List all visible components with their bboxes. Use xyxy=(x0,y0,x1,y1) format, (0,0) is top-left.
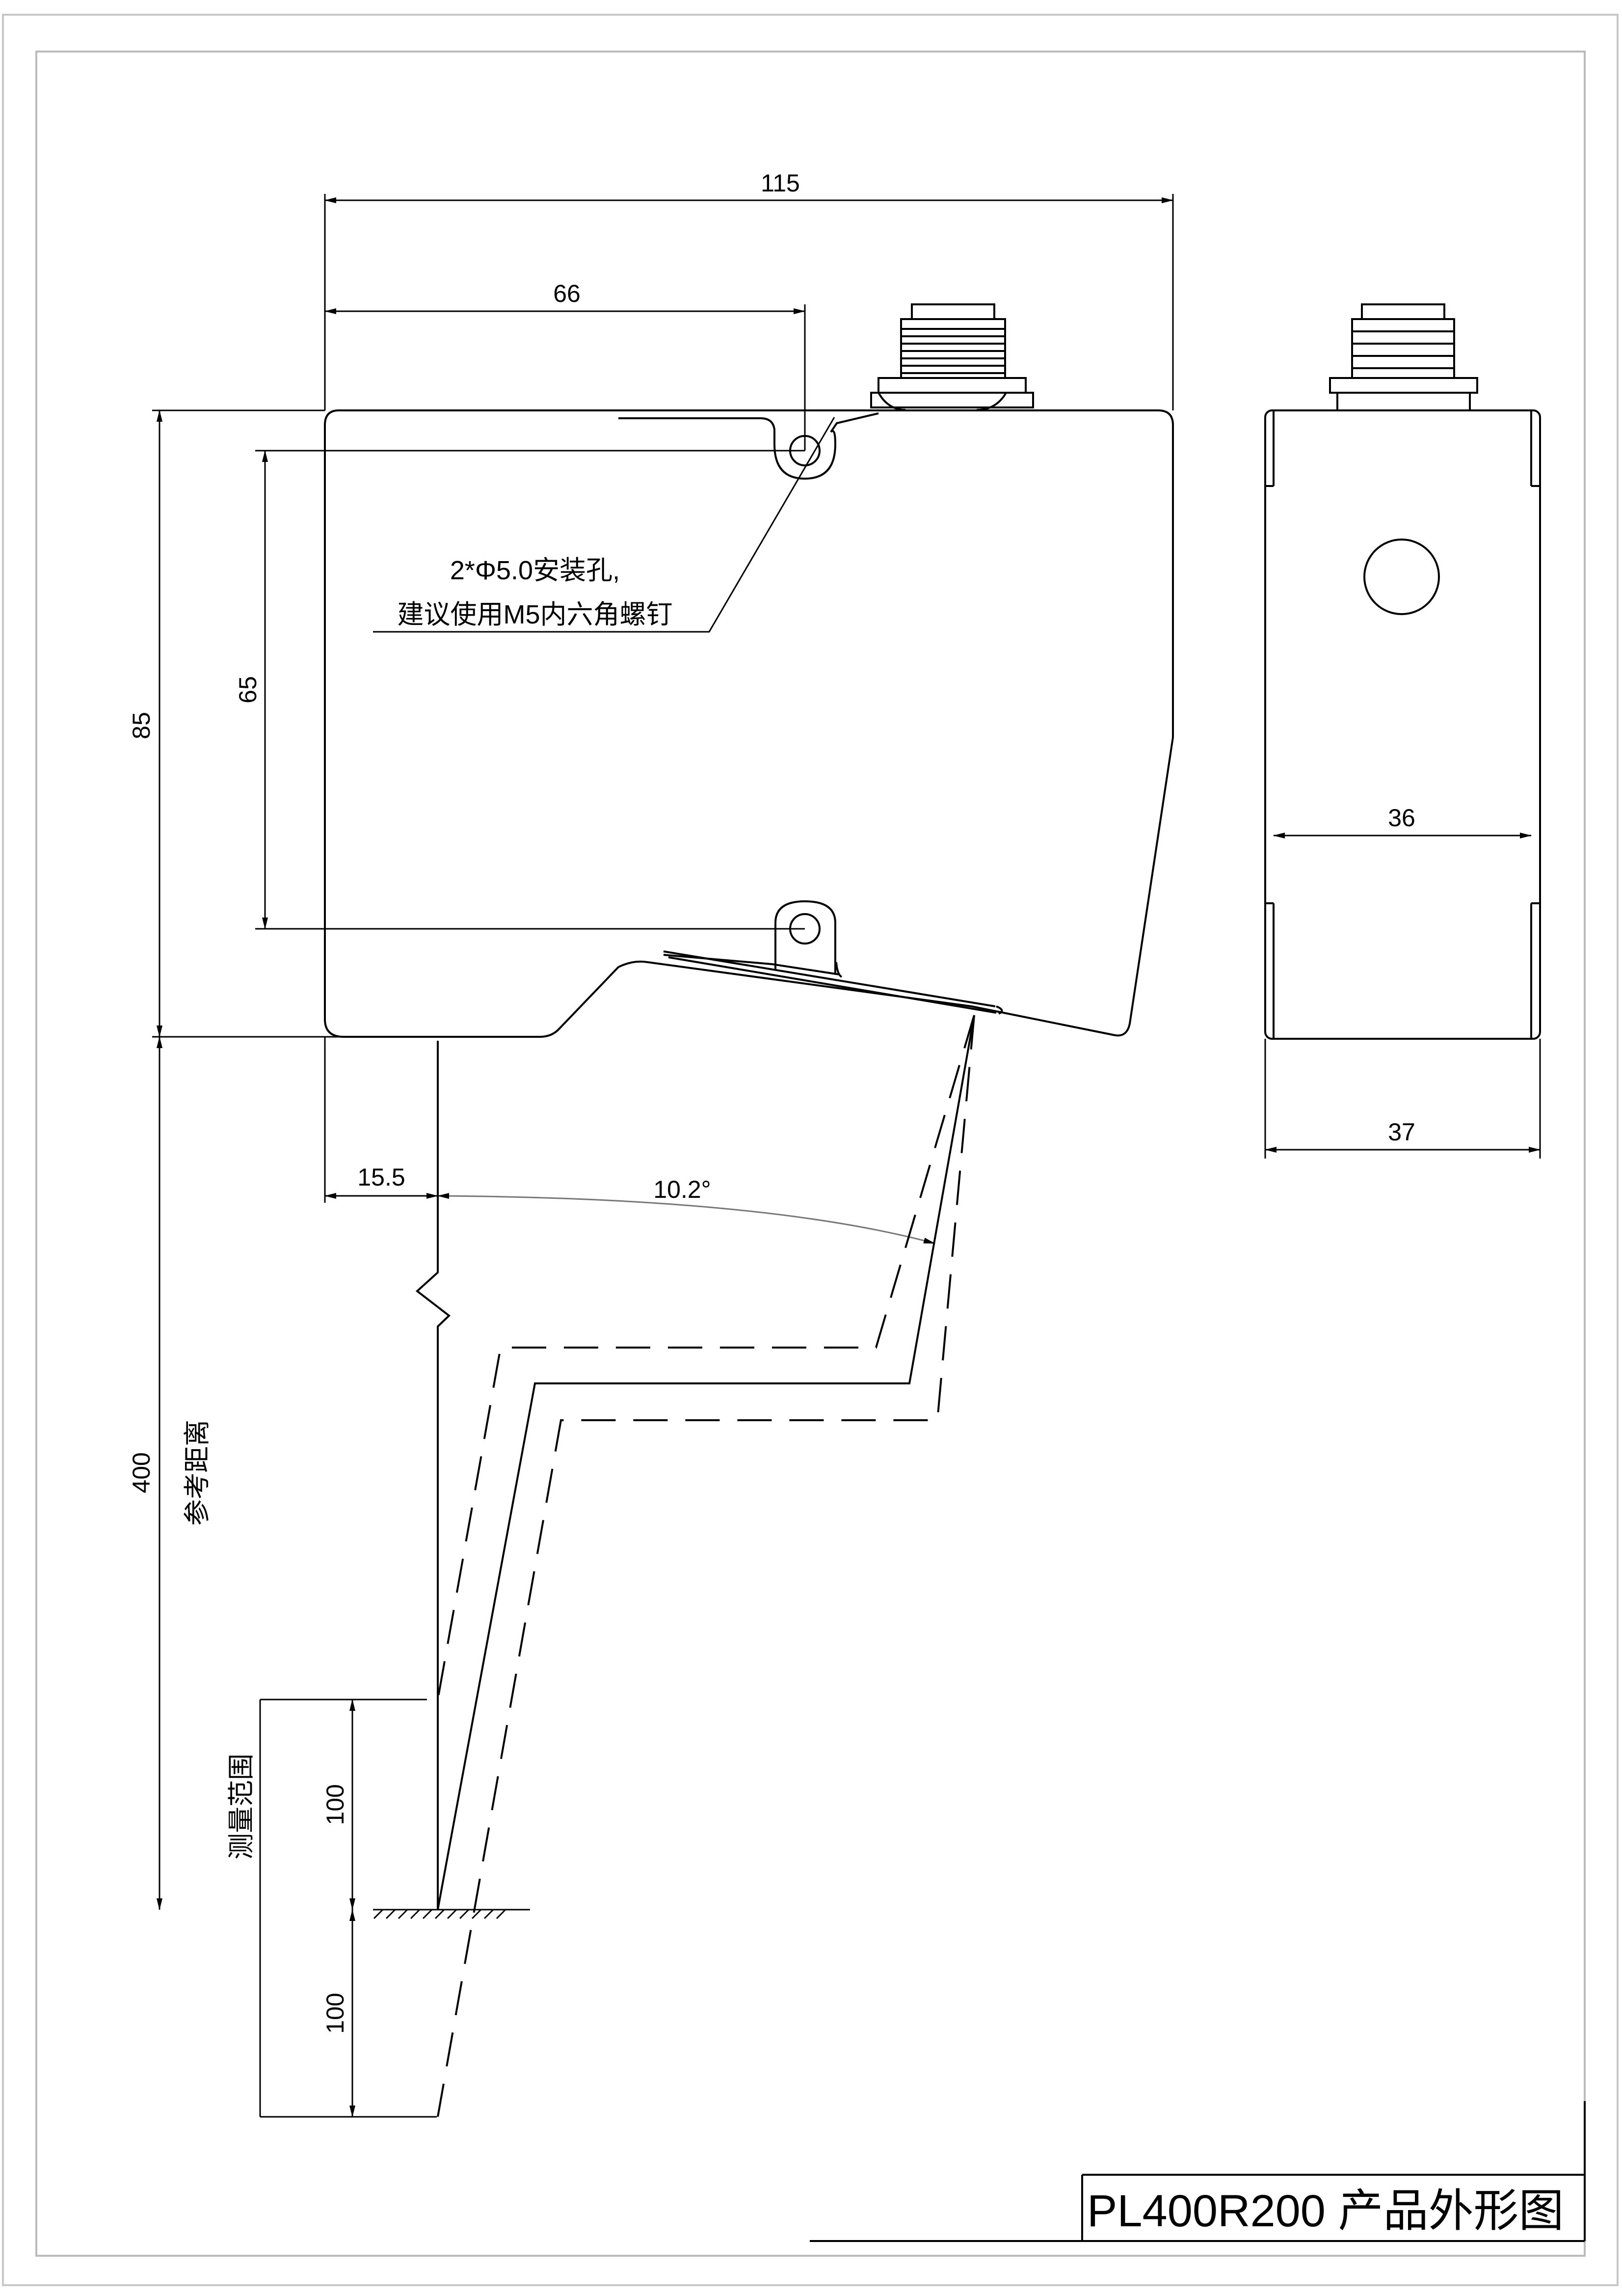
lower-mount-hole-boss xyxy=(774,900,836,974)
dim-emitter-offset: 15.5 xyxy=(357,1163,405,1191)
upper-mount-hole-boss xyxy=(773,430,837,480)
sensor-side-view xyxy=(1264,409,1541,1040)
connector-side xyxy=(1329,303,1478,411)
drawing-title: PL400R200 产品外形图 xyxy=(1087,2186,1564,2236)
dim-mount-hole-offset: 66 xyxy=(553,280,581,307)
dim-reference-distance: 400 xyxy=(128,1452,155,1493)
laser-beam-paths xyxy=(415,1015,975,2117)
dim-side-inner-width: 36 xyxy=(1388,804,1415,832)
dim-height: 85 xyxy=(128,712,155,739)
outer-frame xyxy=(2,14,1619,2286)
dim-overall-length: 115 xyxy=(761,169,800,197)
reference-surface xyxy=(373,1909,530,1919)
measuring-range-label: 测量范围 xyxy=(227,1754,256,1860)
dim-side-outer-width: 37 xyxy=(1388,1118,1415,1146)
side-view-window xyxy=(1363,539,1440,615)
dim-beam-angle: 10.2° xyxy=(653,1176,711,1203)
reference-distance-label: 参考距离 xyxy=(183,1420,212,1526)
sensor-front-view xyxy=(324,409,1174,1038)
dim-range-upper: 100 xyxy=(321,1784,349,1825)
dimension-lines xyxy=(152,194,1541,2118)
dim-hole-spacing: 65 xyxy=(234,676,262,703)
inner-frame xyxy=(35,51,1586,2257)
mount-hole-note-line2: 建议使用M5内六角螺钉 xyxy=(397,600,672,629)
dim-range-lower: 100 xyxy=(321,1993,349,2033)
connector-front xyxy=(870,303,1034,411)
mount-hole-note-line1: 2*Φ5.0安装孔, xyxy=(450,556,620,585)
title-block xyxy=(810,2101,1586,2242)
